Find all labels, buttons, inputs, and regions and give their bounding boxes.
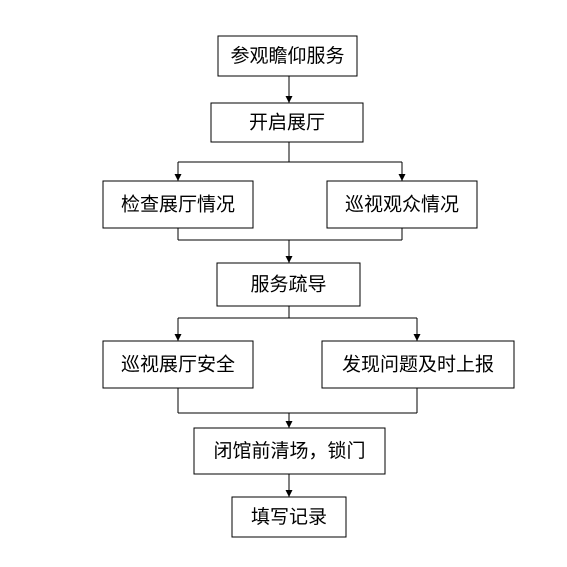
node-patrol-safety: 巡视展厅安全: [102, 340, 254, 389]
node-open-hall: 开启展厅: [210, 102, 364, 143]
node-box: [210, 102, 364, 143]
node-label: 巡视展厅安全: [121, 354, 235, 376]
node-label: 开启展厅: [249, 112, 325, 134]
node-label: 闭馆前清场，锁门: [213, 440, 365, 462]
node-label: 服务疏导: [250, 274, 326, 296]
node-box: [102, 180, 254, 229]
node-clear-lock: 闭馆前清场，锁门: [193, 427, 386, 475]
node-service: 参观瞻仰服务: [217, 35, 358, 77]
node-box: [321, 340, 515, 389]
node-guidance: 服务疏导: [216, 262, 361, 307]
node-label: 发现问题及时上报: [342, 354, 494, 376]
node-check-hall: 检查展厅情况: [102, 180, 254, 229]
node-patrol-visitors: 巡视观众情况: [326, 180, 478, 229]
node-report-issues: 发现问题及时上报: [321, 340, 515, 389]
node-label: 巡视观众情况: [345, 194, 459, 216]
node-label: 参观瞻仰服务: [230, 45, 344, 67]
node-box: [231, 496, 347, 538]
connectors: [174, 76, 421, 497]
node-fill-record: 填写记录: [231, 496, 347, 538]
node-box: [326, 180, 478, 229]
node-label: 填写记录: [251, 506, 327, 528]
node-box: [193, 427, 386, 475]
node-box: [216, 262, 361, 307]
node-label: 检查展厅情况: [121, 194, 235, 216]
node-box: [217, 35, 358, 77]
node-box: [102, 340, 254, 389]
